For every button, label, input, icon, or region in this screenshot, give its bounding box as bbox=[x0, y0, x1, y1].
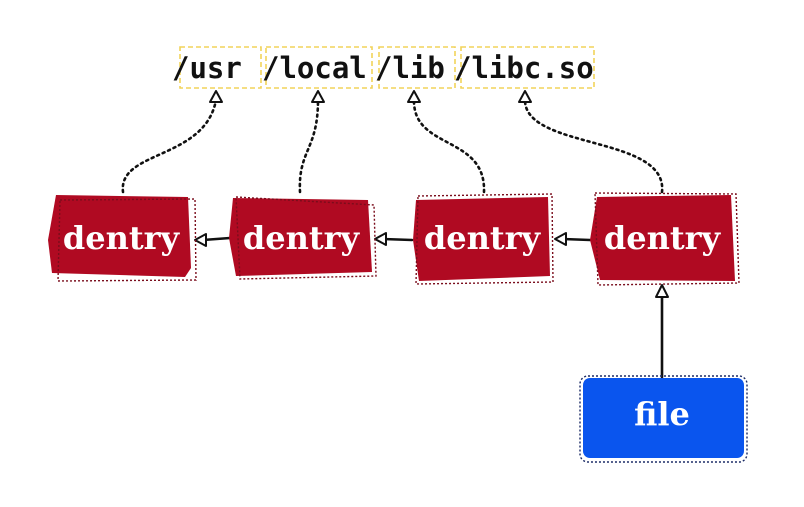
path-segment-usr: /usr bbox=[172, 51, 242, 85]
file-box bbox=[583, 378, 744, 458]
path-segment-box-libc bbox=[460, 46, 595, 89]
path-segment-box-lib bbox=[378, 46, 456, 89]
file-node: file bbox=[579, 284, 748, 463]
file-box-outline bbox=[579, 375, 748, 463]
dentry-box-2-outline bbox=[235, 196, 377, 280]
dentry-label-3: dentry bbox=[424, 219, 542, 257]
path-segment-box-local bbox=[265, 46, 373, 89]
dentry-box-3 bbox=[413, 197, 550, 281]
parent-link-4-to-3 bbox=[561, 237, 592, 242]
dentry-label-2: dentry bbox=[243, 219, 361, 257]
dentry-node-4: dentry bbox=[590, 192, 740, 286]
dentry-box-4 bbox=[590, 195, 735, 281]
name-link-usr-arrowhead bbox=[209, 90, 223, 103]
dentry-label-4: dentry bbox=[604, 219, 722, 257]
name-link-local-arrowhead bbox=[311, 90, 325, 103]
path-segment-local: /local bbox=[262, 51, 367, 85]
name-link-lib bbox=[412, 98, 486, 194]
dentry-node-3: dentry bbox=[413, 193, 554, 285]
name-link-usr bbox=[121, 98, 218, 194]
path-segments: /usr /local /lib /libc.so bbox=[172, 46, 595, 89]
dentry-box-1 bbox=[48, 195, 191, 277]
parent-link-2-to-1-arrowhead bbox=[194, 233, 207, 247]
parent-link-2-to-1 bbox=[201, 236, 232, 242]
file-label: file bbox=[634, 395, 690, 433]
parent-link-4-to-3-arrowhead bbox=[554, 232, 567, 246]
dentry-label-1: dentry bbox=[63, 219, 181, 257]
dentry-box-1-outline bbox=[57, 198, 197, 282]
path-segment-box-usr bbox=[179, 46, 262, 89]
dentry-parent-links bbox=[194, 232, 592, 247]
dentry-box-4-outline bbox=[594, 192, 740, 286]
dentry-box-3-outline bbox=[415, 193, 554, 285]
dentry-name-links bbox=[121, 90, 664, 194]
dentry-box-2 bbox=[229, 198, 372, 276]
parent-link-3-to-2-arrowhead bbox=[374, 232, 387, 246]
file-to-dentry-arrowhead bbox=[655, 284, 669, 298]
path-segment-lib: /lib bbox=[375, 51, 445, 85]
path-segment-libc: /libc.so bbox=[454, 51, 594, 85]
name-link-local bbox=[298, 98, 320, 194]
name-link-lib-arrowhead bbox=[407, 90, 421, 103]
name-link-libc-arrowhead bbox=[518, 90, 532, 103]
dentry-node-1: dentry bbox=[48, 195, 197, 282]
dentry-node-2: dentry bbox=[229, 196, 377, 280]
parent-link-3-to-2 bbox=[381, 237, 414, 242]
name-link-libc bbox=[523, 98, 664, 194]
